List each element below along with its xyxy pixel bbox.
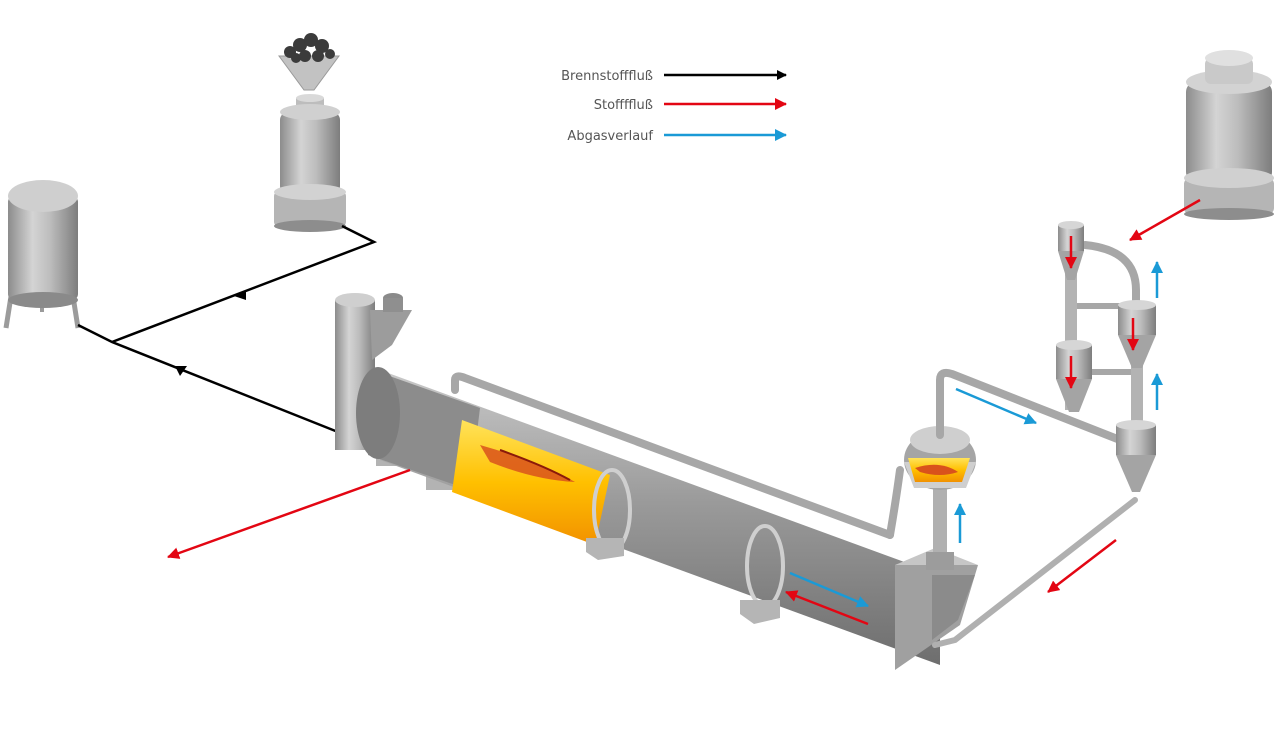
fuel-line-coal — [111, 224, 378, 344]
material-arrow-product-out — [167, 468, 411, 559]
legend-label-material-flow: Stoffffluß — [594, 98, 653, 113]
gas-ducting — [451, 241, 1140, 648]
legend-item-exhaust-flow: Abgasverlauf — [567, 129, 787, 144]
exhaust-arrow-duct — [955, 387, 1037, 425]
material-arrow-kiln — [785, 590, 869, 626]
legend-item-material-flow: Stoffffluß — [594, 98, 787, 113]
raw-material-silo — [1184, 50, 1274, 220]
fuel-lines — [77, 224, 378, 434]
kiln-fire-zone — [452, 420, 610, 545]
material-arrow-silo-feed — [1129, 198, 1201, 242]
cyclone-3 — [1056, 340, 1092, 412]
fuel-line-arrowhead-2 — [175, 366, 187, 376]
legend-label-fuel-flow: Brennstofffluß — [561, 69, 653, 84]
legend: Brennstofffluß Stoffffluß Abgasverlauf — [561, 69, 787, 144]
exhaust-flow-arrows — [789, 261, 1163, 608]
coal-hopper — [274, 33, 346, 232]
legend-label-exhaust-flow: Abgasverlauf — [567, 129, 653, 144]
material-flow-arrows — [167, 198, 1201, 626]
fuel-line-oil — [77, 323, 339, 434]
rotary-kiln — [356, 367, 940, 665]
legend-item-fuel-flow: Brennstofffluß — [561, 69, 787, 84]
material-arrow-return-line — [1047, 539, 1117, 593]
cyclone-4 — [1116, 420, 1156, 492]
fuel-oil-tank — [3, 180, 81, 329]
exhaust-arrow-kiln — [789, 571, 869, 608]
cyclone-2 — [1118, 300, 1156, 368]
fuel-line-arrowhead-1 — [234, 290, 246, 300]
kiln-inlet-hood — [895, 548, 978, 670]
afterburner-chamber — [904, 426, 976, 570]
